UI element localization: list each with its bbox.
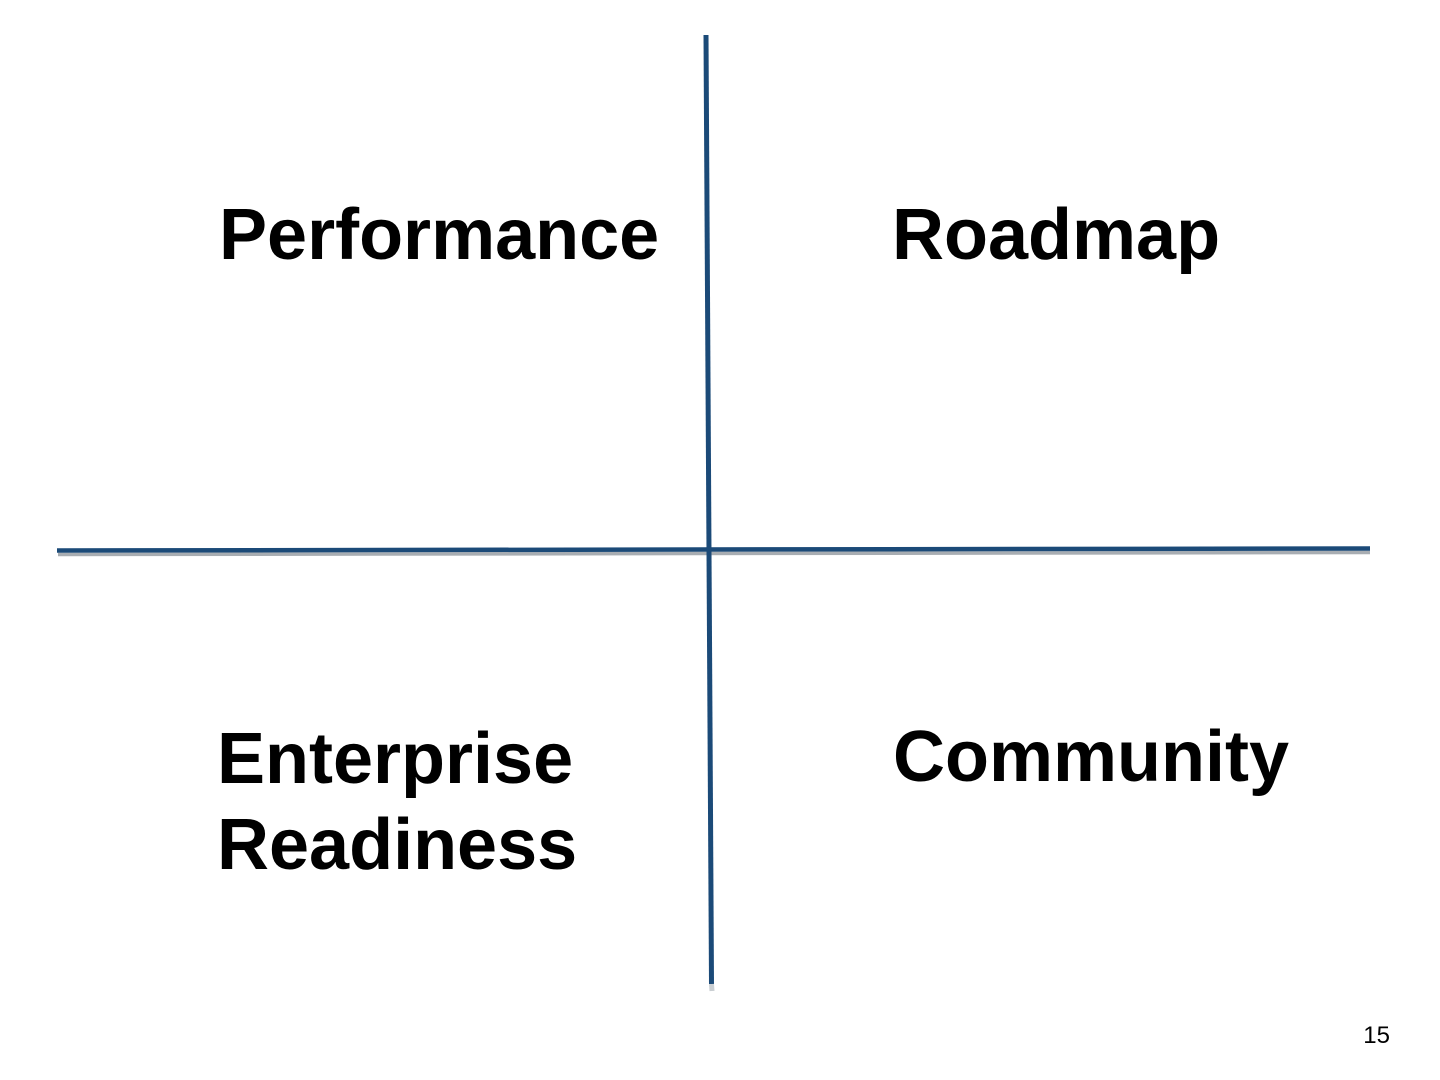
horizontal-axis-shadow (57, 550, 1371, 557)
vertical-axis (703, 34, 714, 985)
horizontal-axis (56, 546, 1371, 553)
quadrant-label-community: Community (893, 717, 1289, 797)
quadrant-label-performance: Performance (219, 195, 660, 275)
quadrant-label-roadmap: Roadmap (892, 195, 1221, 275)
vertical-axis-shadow-tip (709, 983, 715, 992)
page-number: 15 (1363, 1022, 1390, 1049)
quadrant-label-enterprise-readiness: Enterprise Readiness (217, 719, 578, 886)
